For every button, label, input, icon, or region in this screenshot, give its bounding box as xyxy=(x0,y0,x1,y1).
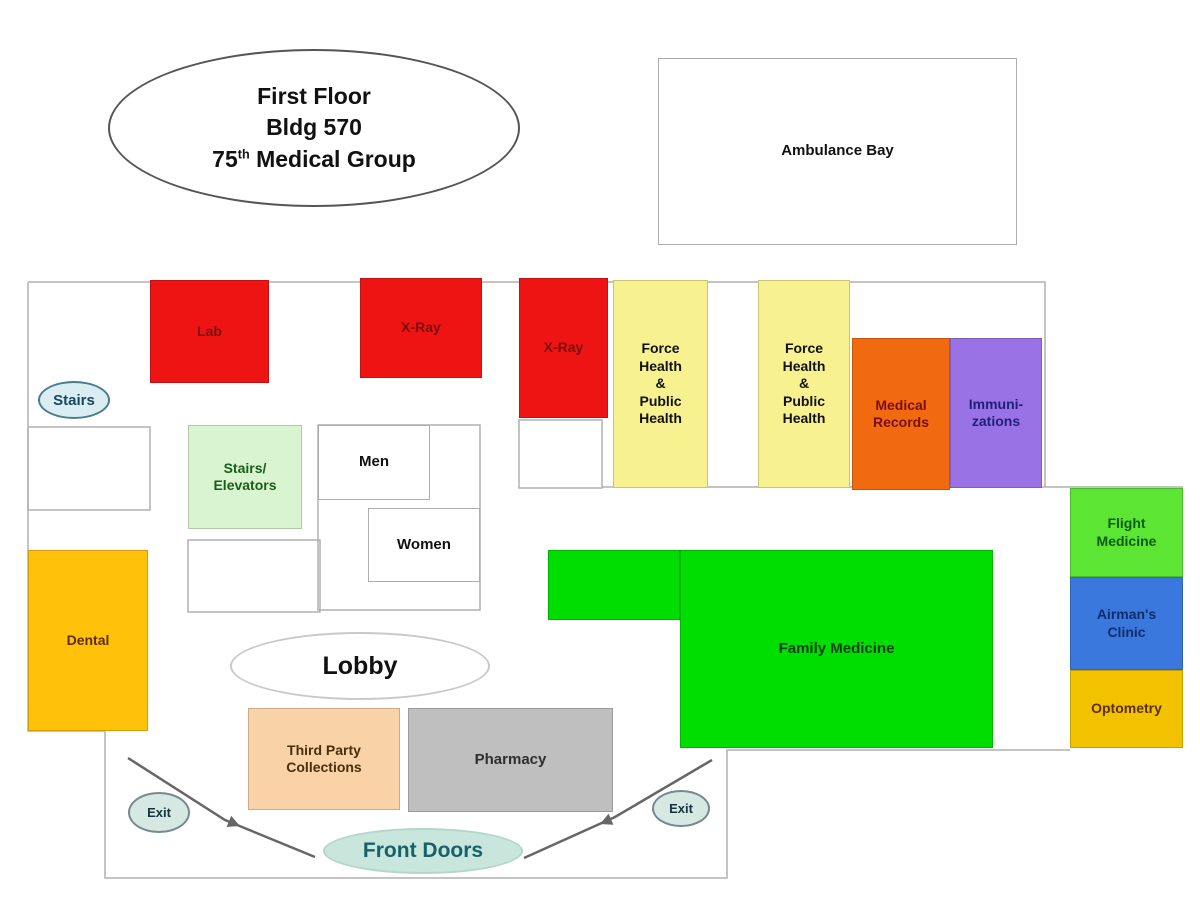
room-family-medicine-arm xyxy=(548,550,680,620)
room-force-health-1: Force Health & Public Health xyxy=(613,280,708,488)
room-label: Ambulance Bay xyxy=(781,142,894,160)
entrance-path-lines xyxy=(127,756,713,860)
room-label-line: Health xyxy=(782,410,826,427)
room-label-line: zations xyxy=(971,413,1021,429)
room-label-line: Third Party xyxy=(287,741,361,758)
room-label-line: Flight xyxy=(1107,515,1146,531)
room-force-health-2: Force Health & Public Health xyxy=(758,280,850,488)
marker-label: Lobby xyxy=(322,651,398,680)
room-label: Optometry xyxy=(1091,700,1162,717)
room-medical-records: Medical Records xyxy=(852,338,950,490)
room-label-line: Force xyxy=(641,340,680,357)
room-third-party-collections: Third Party Collections xyxy=(248,708,400,810)
stairs-marker: Stairs xyxy=(38,381,110,419)
room-pharmacy: Pharmacy xyxy=(408,708,613,812)
marker-label: Front Doors xyxy=(362,839,484,862)
room-label: X-Ray xyxy=(401,319,441,336)
room-label-line: & xyxy=(655,375,666,392)
room-label-line: Public xyxy=(782,392,825,409)
room-label-line: Clinic xyxy=(1107,623,1146,640)
entrance-arrow-left xyxy=(226,815,240,827)
room-ambulance-bay: Ambulance Bay xyxy=(658,58,1017,245)
room-family-medicine: Family Medicine xyxy=(680,550,993,748)
exit-marker-right: Exit xyxy=(652,790,710,827)
title-line-2: Bldg 570 xyxy=(266,114,362,141)
room-label-line: Medicine xyxy=(1096,532,1157,549)
room-label-line: Public xyxy=(639,392,682,409)
room-xray-2: X-Ray xyxy=(519,278,608,418)
marker-label: Exit xyxy=(669,801,693,816)
entrance-arrow-right xyxy=(600,813,614,825)
room-label-line: Medical xyxy=(875,396,927,413)
marker-label: Exit xyxy=(147,805,171,820)
room-airmans-clinic: Airman's Clinic xyxy=(1070,577,1183,670)
room-label: Family Medicine xyxy=(778,639,895,657)
room-label-line: Elevators xyxy=(213,477,277,493)
room-stairs-elevators: Stairs/ Elevators xyxy=(188,425,302,529)
room-label-line: Health xyxy=(639,357,682,374)
room-label-line: & xyxy=(798,375,810,392)
room-label-line: Collections xyxy=(286,759,362,775)
title-line-3: 75th Medical Group xyxy=(212,145,416,172)
floor-title: First Floor Bldg 570 75th Medical Group xyxy=(108,49,520,207)
room-label-line: Immuni- xyxy=(968,395,1024,412)
room-flight-medicine: Flight Medicine xyxy=(1070,488,1183,577)
room-label-line: Health xyxy=(782,357,826,374)
room-label: X-Ray xyxy=(543,339,584,356)
room-label-line: Health xyxy=(639,410,682,427)
room-label-line: Force xyxy=(784,340,824,357)
room-label: Women xyxy=(397,535,451,553)
room-label: Lab xyxy=(197,322,222,339)
room-immunizations: Immuni- zations xyxy=(950,338,1042,488)
room-label: Dental xyxy=(66,631,110,648)
room-label-line: Records xyxy=(872,414,930,430)
marker-label: Stairs xyxy=(53,391,95,409)
room-optometry: Optometry xyxy=(1070,670,1183,748)
title-line-1: First Floor xyxy=(257,83,371,110)
room-men: Men xyxy=(318,425,430,500)
exit-marker-left: Exit xyxy=(128,792,190,833)
room-label-line: Stairs/ xyxy=(223,459,267,476)
room-women: Women xyxy=(368,508,480,582)
room-dental: Dental xyxy=(28,550,148,731)
front-doors-marker: Front Doors xyxy=(323,828,523,874)
room-label: Pharmacy xyxy=(474,750,547,768)
room-label-line: Airman's xyxy=(1096,606,1157,622)
room-xray-1: X-Ray xyxy=(360,278,482,378)
room-label: Men xyxy=(359,453,389,471)
lobby-marker: Lobby xyxy=(230,632,490,700)
room-lab: Lab xyxy=(150,280,269,383)
